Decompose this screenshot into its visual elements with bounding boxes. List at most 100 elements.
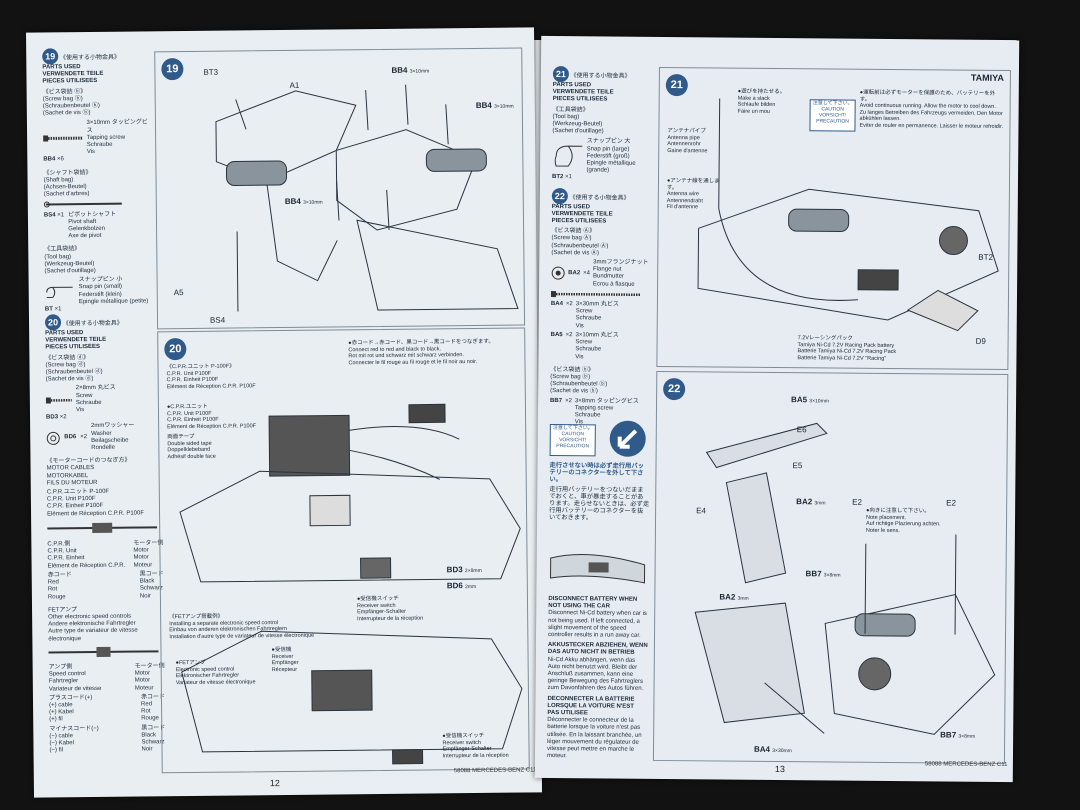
disconnect-title: DISCONNECT BATTERY WHEN NOT USING THE CA… (548, 596, 638, 610)
fet-title-block: 《FETアンプ搭載例》 Installing a separate electr… (169, 612, 369, 640)
d21-caution-fr: PRECAUTION (816, 118, 849, 125)
screw-bag-fr: (Sachet de vis ⓑ) (42, 110, 91, 117)
bt2-fr: Epingle métallique (grande) (586, 160, 636, 174)
bt2-qty: ×1 (565, 174, 572, 181)
caution-box: 注意して下さい。 CAUTION VORSICHT! PRECAUTION (549, 424, 596, 457)
page-number: 13 (774, 763, 785, 775)
e2-right-label: E2 (946, 498, 957, 508)
bs4-de: Gelenkbolzen (68, 225, 105, 233)
akku-text: Ni-Cd Akku abhängen, wenn das Auto nicht… (547, 656, 644, 693)
plus-fr: (+) fil (49, 716, 63, 723)
right-page: 21 《使用する小物金具》 PARTS USED VERWENDETE TEIL… (534, 35, 1020, 783)
step19-badge: 19 (42, 48, 59, 65)
bd3-desc: 2×8mm 丸ビス (75, 385, 116, 392)
bb4c-text: BB4 (284, 196, 301, 206)
antenna-pipe-fr: Gaine d'antenne (667, 147, 708, 154)
cpr-side-en: C.P.R. Unit (47, 548, 77, 555)
bt2-en: Snap pin (large) (586, 145, 630, 153)
placement-note: ●向きに注意して下さい。 Note placement. Auf richtig… (866, 508, 946, 535)
front-bumper-diagram (694, 422, 996, 735)
bb4-label: BB4 (43, 156, 56, 163)
caution-arrow-icon (609, 420, 646, 457)
parts-title: 《使用する小物金具》 (570, 73, 631, 80)
parts-title: 《使用する小物金具》 (569, 194, 630, 202)
red-en: Red (47, 579, 59, 586)
bb4-qty: ×6 (56, 156, 64, 163)
bd3-fr: Vis (75, 407, 85, 414)
ba2-de: Bundmutter (592, 273, 625, 281)
ba2b-text: BA2 (719, 592, 736, 602)
ba5-diagram-size: 3×10mm (809, 398, 829, 405)
e4-label: E4 (696, 506, 706, 516)
diagram21-caution-box: 注意して下さい。 CAUTION VORSICHT! PRECAUTION (809, 99, 856, 132)
ba2-upper-label: BA2 3mm (796, 497, 825, 506)
cpr-side-fr: Elément de Réception C.P.R. (47, 562, 126, 570)
bd6-diagram-label: BD6 2mm (447, 581, 476, 590)
bb4-desc: 3×10mm タッピングビス (86, 119, 148, 134)
fet-amp-section: FETアンプ Other electronic speed controls A… (48, 606, 166, 755)
amp-side-fr: Variateur de vitesse (48, 685, 102, 693)
motor-side-en: Motor (133, 547, 149, 554)
ba2-label: BA2 (568, 270, 581, 277)
minus-de: (−) Kabel (49, 740, 74, 747)
e5-label: E5 (792, 461, 803, 471)
battery-connector-illustration (550, 553, 646, 584)
receiver-callout: ●受信機 Receiver Empfänger Récepteur (271, 646, 351, 673)
black2-fr: Noir (141, 746, 153, 753)
bs4-fr: Axe de pivot (68, 233, 102, 240)
ba4-en: Screw (575, 308, 593, 315)
antenna-pipe-callout: アンテナパイプ Antenna pipe Antennenrohr Gaine … (667, 128, 727, 155)
ba5-en: Screw (575, 339, 593, 346)
rear-suspension-diagram (215, 84, 519, 312)
bd6-diagram-text: BD6 (446, 581, 463, 591)
shaft-bag-fr: (Sachet d'arbres) (43, 191, 90, 198)
ba5-fr: Vis (575, 353, 584, 360)
tool-bag: 《工具袋詰》 (Tool bag) (Werkzeug-Beutel) (Sac… (44, 246, 155, 314)
parts-title: 《使用する小物金具》 (59, 54, 120, 62)
bt2-diagram-label: BT2 (978, 252, 994, 262)
e2-left-label: E2 (852, 497, 863, 507)
ba4-desc: 3×30mm 丸ビス (575, 301, 619, 308)
e6-label: E6 (796, 425, 807, 435)
plus-de: (+) Kabel (49, 709, 74, 716)
bb4a-text: BB4 (391, 65, 408, 75)
minus-cord-jp: マイナスコード(−) (49, 725, 99, 733)
motor-warning-fr: Eviter de rouler en permanence. Laisser … (859, 122, 1004, 130)
flange-nut-icon (551, 267, 565, 281)
bd3-de: Schraube (75, 399, 102, 407)
fet-amp-callout: ●FETアンプ Electronic speed control Elektro… (176, 659, 286, 686)
receiver-fr: Récepteur (271, 666, 298, 673)
motor-side-fr: Moteur (133, 562, 153, 569)
black2-en: Black (141, 732, 157, 739)
ba4-diagram-label: BA4 3×30mm (754, 745, 792, 754)
bt2-desc: スナップピン 大 (586, 138, 631, 146)
bb7-de: Schraube (574, 412, 601, 419)
motor-side2-en: Motor (134, 670, 151, 677)
fet-amp-fr: Autre type de variateur de vitesse élect… (48, 627, 138, 642)
motor-cables-section: 《モーターコードのつなぎ方》 MOTOR CABLES MOTORKABEL F… (46, 458, 163, 602)
ba2a-text: BA2 (796, 497, 813, 507)
parts-title: 《使用する小物金具》 (62, 320, 123, 328)
disconnect-warning: DISCONNECT BATTERY WHEN NOT USING THE CA… (547, 596, 648, 761)
ba2-en: Flange nut (593, 266, 622, 273)
long-screw-icon (550, 290, 642, 297)
red-fr: Rouge (47, 593, 66, 600)
minus-en: (−) cable (49, 732, 73, 740)
bb7-label: BB7 (550, 397, 563, 404)
motor-side2-fr: Moteur (134, 684, 154, 692)
ba5-diagram-text: BA5 (791, 395, 808, 405)
d9-label: D9 (975, 336, 986, 346)
caution-box-fr: PRECAUTION (556, 443, 590, 450)
step20-parts-column: 20 《使用する小物金具》 PARTS USED VERWENDETE TEIL… (44, 313, 166, 761)
bb7b-size: 3×8mm (958, 733, 976, 740)
red2-de: Rot (141, 708, 151, 715)
bd6-de: Beilagscheibe (91, 437, 129, 444)
bs4-label: BS4 (209, 315, 226, 325)
switch-fr: Interrupteur de la réception (357, 615, 424, 622)
parts-used-fr: PIECES UTILISEES (551, 218, 607, 225)
motor-warning: ●運転前は必ずモーターを保護のため、バッテリーを外す。 Avoid contin… (859, 90, 1004, 130)
switch2-fr: Interrupteur de la réception (442, 752, 509, 759)
ba5-desc: 3×10mm 丸ビス (575, 332, 619, 339)
red2-en: Red (141, 701, 153, 708)
step19-parts-column: 19 《使用する小物金具》 PARTS USED VERWENDETE TEIL… (42, 47, 155, 319)
